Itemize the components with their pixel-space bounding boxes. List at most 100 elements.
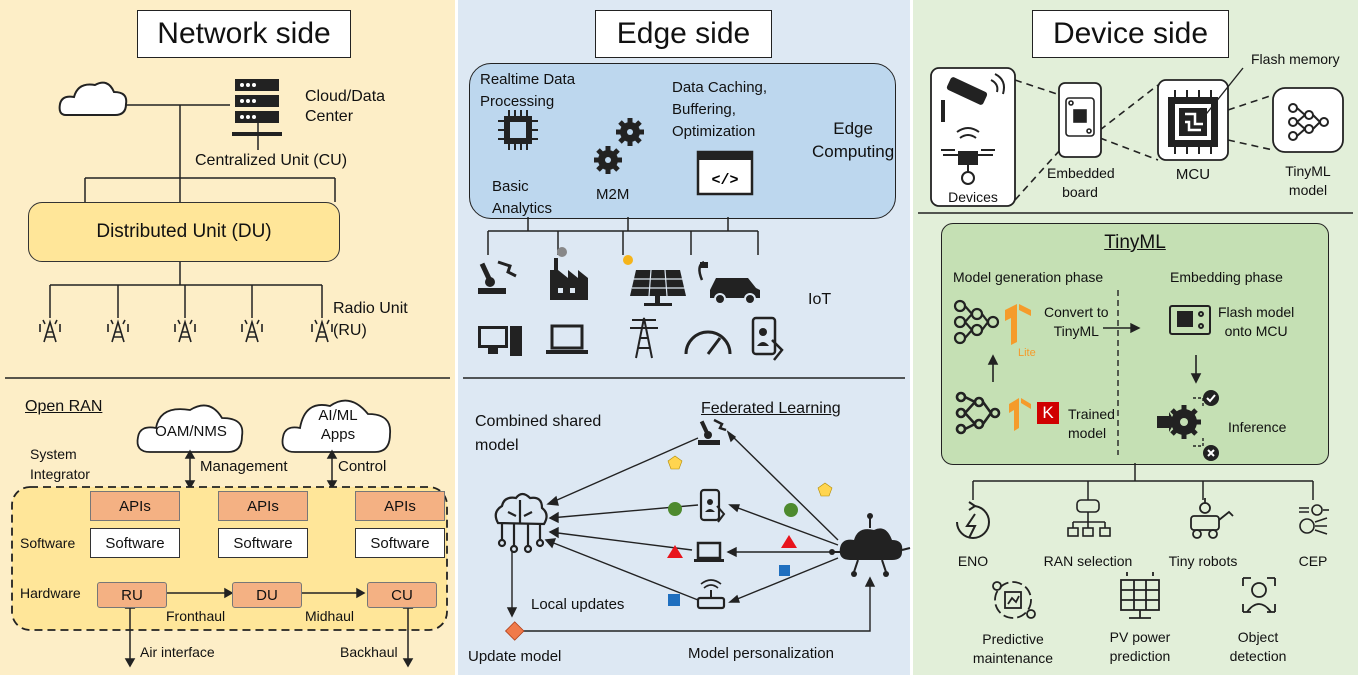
speedometer-icon — [684, 330, 732, 355]
ev-car-icon — [698, 260, 760, 305]
camera-icon — [941, 73, 1005, 122]
embedding-phase-label: Embedding phase — [1170, 269, 1283, 285]
devices-label: Devices — [948, 189, 998, 205]
smartphone-user-icon — [751, 316, 784, 361]
app-ran-selection-label: RAN selection — [1043, 553, 1133, 569]
inference-gear-icon — [1157, 390, 1219, 461]
token-triangle-2 — [781, 535, 797, 548]
system-integrator-label: System Integrator — [30, 446, 90, 482]
cep-icon — [1299, 504, 1329, 535]
cloud-data-center-label: Cloud/Data Center — [305, 88, 386, 125]
drone-icon — [941, 127, 995, 185]
update-model-label: Update model — [468, 648, 562, 665]
device-side-title: Device side — [1032, 10, 1229, 58]
laptop-icon — [546, 324, 588, 354]
token-triangle-1 — [667, 545, 683, 558]
token-square-1 — [668, 594, 680, 606]
aiml-cloud-shape — [281, 399, 391, 453]
token-pentagon-2 — [817, 482, 833, 497]
board-icon — [1169, 305, 1211, 335]
object-detection-icon — [1242, 577, 1276, 613]
tensorflow-icon — [1009, 398, 1031, 431]
pv-prediction-icon — [1120, 572, 1160, 619]
hw-du-box: DU — [232, 582, 302, 608]
robot-arm-icon — [478, 260, 517, 294]
realtime-processing-label: Realtime Data Processing — [480, 71, 576, 110]
keras-icon — [1037, 402, 1059, 424]
solar-panel-icon — [623, 255, 686, 306]
fronthaul-label: Fronthaul — [166, 608, 226, 624]
fl-robot-arm-icon — [698, 418, 727, 445]
fl-laptop-icon — [694, 541, 724, 562]
arrow-convert — [1103, 322, 1141, 334]
oam-cloud-shape — [136, 404, 244, 453]
tf-lite-icon — [1005, 304, 1031, 345]
desktop-icon — [478, 326, 522, 356]
app-tiny-robots-label: Tiny robots — [1168, 553, 1238, 569]
antenna-icons — [39, 319, 333, 343]
device-side-panel: Device side — [913, 0, 1358, 675]
data-caching-label: Data Caching, Buffering, Optimization — [672, 79, 768, 140]
flash-memory-label: Flash memory — [1251, 51, 1340, 67]
tinyml-title: TinyML — [1104, 232, 1166, 253]
server-icon — [232, 79, 282, 136]
app-eno-label: ENO — [957, 553, 989, 569]
software-box-1: Software — [90, 528, 180, 558]
app-object-detection-label: Object detection — [1229, 629, 1287, 664]
hardware-row-label: Hardware — [20, 585, 81, 601]
token-circle-1 — [668, 502, 682, 516]
token-pentagon-1 — [667, 455, 683, 470]
iot-label: IoT — [808, 291, 832, 308]
edge-side-panel: Edge side </> — [458, 0, 911, 675]
app-cep-label: CEP — [1298, 553, 1328, 569]
du-box: Distributed Unit (DU) — [28, 202, 340, 262]
tiny-nn-icon-2 — [955, 391, 1001, 435]
api-box-3: APIs — [355, 491, 445, 521]
code-window-icon: </> — [696, 150, 754, 196]
app-pv-prediction-label: PV power prediction — [1109, 629, 1171, 664]
inference-label: Inference — [1228, 419, 1287, 435]
network-side-panel: Network side — [0, 0, 455, 675]
cu-label: Centralized Unit (CU) — [195, 152, 348, 169]
tinyml-box — [941, 223, 1329, 465]
chip-icon — [498, 110, 538, 150]
convert-tinyml-label: Convert to TinyML — [1044, 304, 1109, 339]
tf-lite-label: Lite — [1018, 347, 1036, 359]
software-box-2: Software — [218, 528, 308, 558]
api-box-2: APIs — [218, 491, 308, 521]
svg-text:</>: </> — [711, 172, 738, 189]
api-box-1: APIs — [90, 491, 180, 521]
software-row-label: Software — [20, 535, 76, 551]
model-generation-phase-label: Model generation phase — [953, 269, 1104, 285]
device-diagram — [918, 67, 1353, 619]
neural-net-icon — [1288, 103, 1329, 141]
edge-computing-label: Edge Computing — [812, 119, 895, 161]
trained-model-label: Trained model — [1068, 406, 1115, 441]
circuit-board-icon — [1065, 97, 1095, 137]
edge-side-title: Edge side — [595, 10, 772, 58]
keras-letter: K — [1042, 403, 1054, 422]
combined-model-label: Combined shared model — [475, 413, 602, 454]
hw-cu-box: CU — [367, 582, 437, 608]
midhaul-label: Midhaul — [305, 608, 355, 624]
factory-icon — [550, 247, 588, 300]
power-tower-icon — [630, 317, 658, 359]
software-box-3: Software — [355, 528, 445, 558]
brain-network-icon — [494, 492, 548, 554]
flash-model-label: Flash model onto MCU — [1218, 304, 1295, 339]
app-predictive-maintenance-label: Predictive maintenance — [972, 631, 1054, 666]
ran-selection-icon — [1067, 499, 1111, 537]
eno-icon — [956, 501, 990, 539]
aiml-apps-label: AI/ML Apps — [318, 407, 358, 443]
basic-analytics-label: Basic Analytics — [492, 178, 553, 217]
open-ran-label: Open RAN — [25, 398, 103, 415]
mcu-chip-icon — [1168, 90, 1218, 154]
update-diamond — [504, 621, 525, 641]
tinyml-model-label: TinyML model — [1285, 163, 1331, 198]
fl-phone-icon — [699, 488, 726, 523]
backhaul-label: Backhaul — [340, 644, 398, 660]
edge-diagram: </> — [463, 110, 911, 641]
embedded-board-label: Embedded board — [1047, 165, 1115, 200]
edge-computing-box — [469, 63, 896, 219]
network-side-title: Network side — [137, 10, 351, 58]
